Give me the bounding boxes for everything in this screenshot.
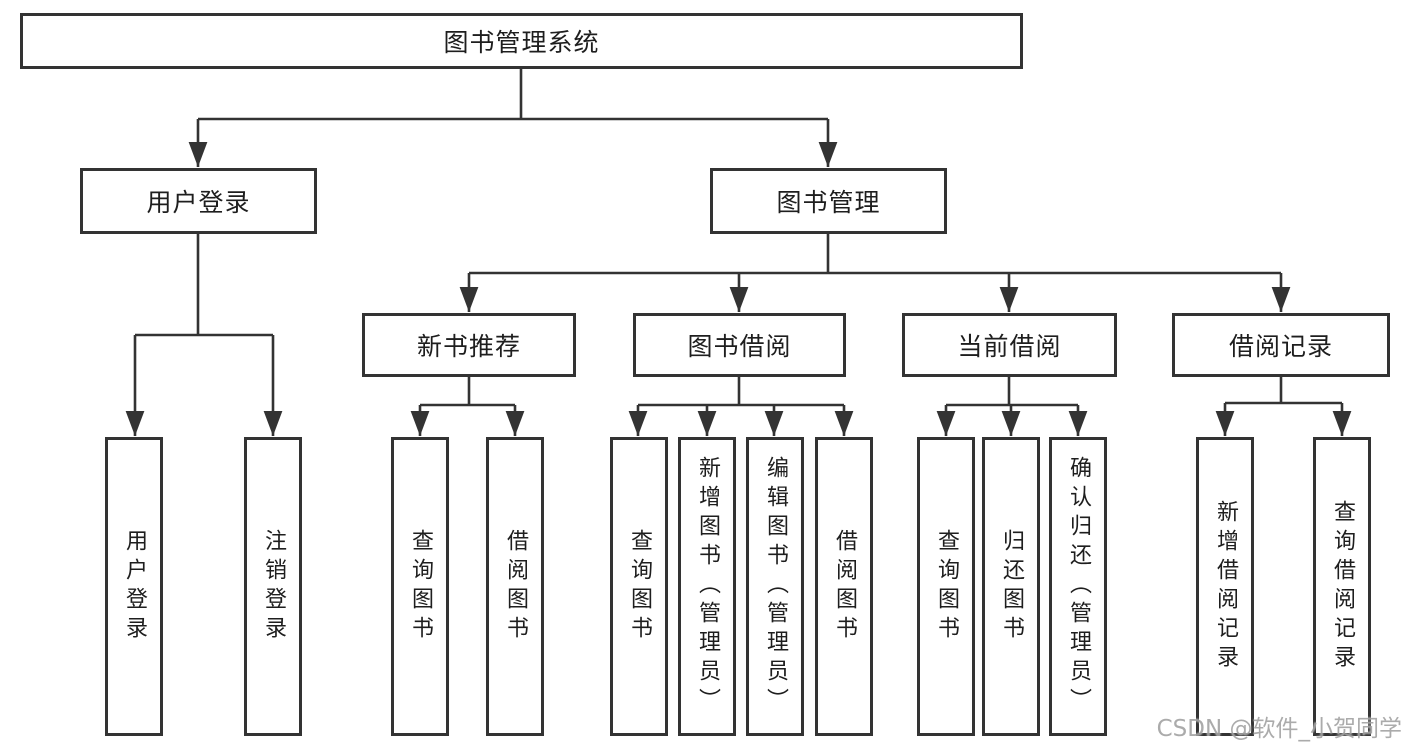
node-borrowing-records-label: 借阅记录 bbox=[1228, 332, 1333, 361]
leaf-nbr-query-books-label: 查询图书 bbox=[408, 528, 433, 645]
leaf-logout: 注销登录 bbox=[244, 437, 302, 736]
leaf-br-add-record: 新增借阅记录 bbox=[1196, 437, 1254, 736]
leaf-bb-borrow-books-label: 借阅图书 bbox=[832, 528, 857, 645]
leaf-cb-query-books-label: 查询图书 bbox=[934, 528, 959, 645]
leaf-bb-add-books-label: 新增图书（管理员） bbox=[695, 456, 720, 717]
leaf-br-query-record-label: 查询借阅记录 bbox=[1330, 499, 1355, 674]
leaf-br-add-record-label: 新增借阅记录 bbox=[1213, 499, 1238, 674]
node-new-book-recommend-label: 新书推荐 bbox=[416, 332, 521, 361]
node-current-borrowing: 当前借阅 bbox=[902, 313, 1117, 377]
leaf-cb-query-books: 查询图书 bbox=[917, 437, 975, 736]
node-book-borrowing-label: 图书借阅 bbox=[687, 332, 792, 361]
node-new-book-recommend: 新书推荐 bbox=[362, 313, 576, 377]
leaf-nbr-borrow-books: 借阅图书 bbox=[486, 437, 544, 736]
leaf-bb-edit-books-label: 编辑图书（管理员） bbox=[763, 456, 788, 717]
node-book-management: 图书管理 bbox=[710, 168, 947, 234]
leaf-bb-query-books: 查询图书 bbox=[610, 437, 668, 736]
leaf-user-login: 用户登录 bbox=[105, 437, 163, 736]
leaf-nbr-query-books: 查询图书 bbox=[391, 437, 449, 736]
leaf-bb-query-books-label: 查询图书 bbox=[627, 528, 652, 645]
node-user-login: 用户登录 bbox=[80, 168, 317, 234]
node-current-borrowing-label: 当前借阅 bbox=[957, 332, 1062, 361]
leaf-bb-add-books: 新增图书（管理员） bbox=[678, 437, 736, 736]
node-book-borrowing: 图书借阅 bbox=[633, 313, 846, 377]
leaf-bb-borrow-books: 借阅图书 bbox=[815, 437, 873, 736]
leaf-nbr-borrow-books-label: 借阅图书 bbox=[503, 528, 528, 645]
node-root-label: 图书管理系统 bbox=[443, 28, 600, 57]
watermark: CSDN @软件_小贺同学 bbox=[1156, 716, 1402, 742]
leaf-cb-confirm-return-label: 确认归还（管理员） bbox=[1066, 456, 1091, 717]
leaf-bb-edit-books: 编辑图书（管理员） bbox=[746, 437, 804, 736]
node-borrowing-records: 借阅记录 bbox=[1172, 313, 1390, 377]
leaf-cb-confirm-return: 确认归还（管理员） bbox=[1049, 437, 1107, 736]
leaf-logout-label: 注销登录 bbox=[261, 528, 286, 645]
node-root: 图书管理系统 bbox=[20, 13, 1023, 69]
leaf-cb-return-books-label: 归还图书 bbox=[999, 528, 1024, 645]
leaf-cb-return-books: 归还图书 bbox=[982, 437, 1040, 736]
node-book-management-label: 图书管理 bbox=[776, 188, 881, 217]
leaf-br-query-record: 查询借阅记录 bbox=[1313, 437, 1371, 736]
node-user-login-label: 用户登录 bbox=[146, 188, 251, 217]
leaf-user-login-label: 用户登录 bbox=[122, 528, 147, 645]
